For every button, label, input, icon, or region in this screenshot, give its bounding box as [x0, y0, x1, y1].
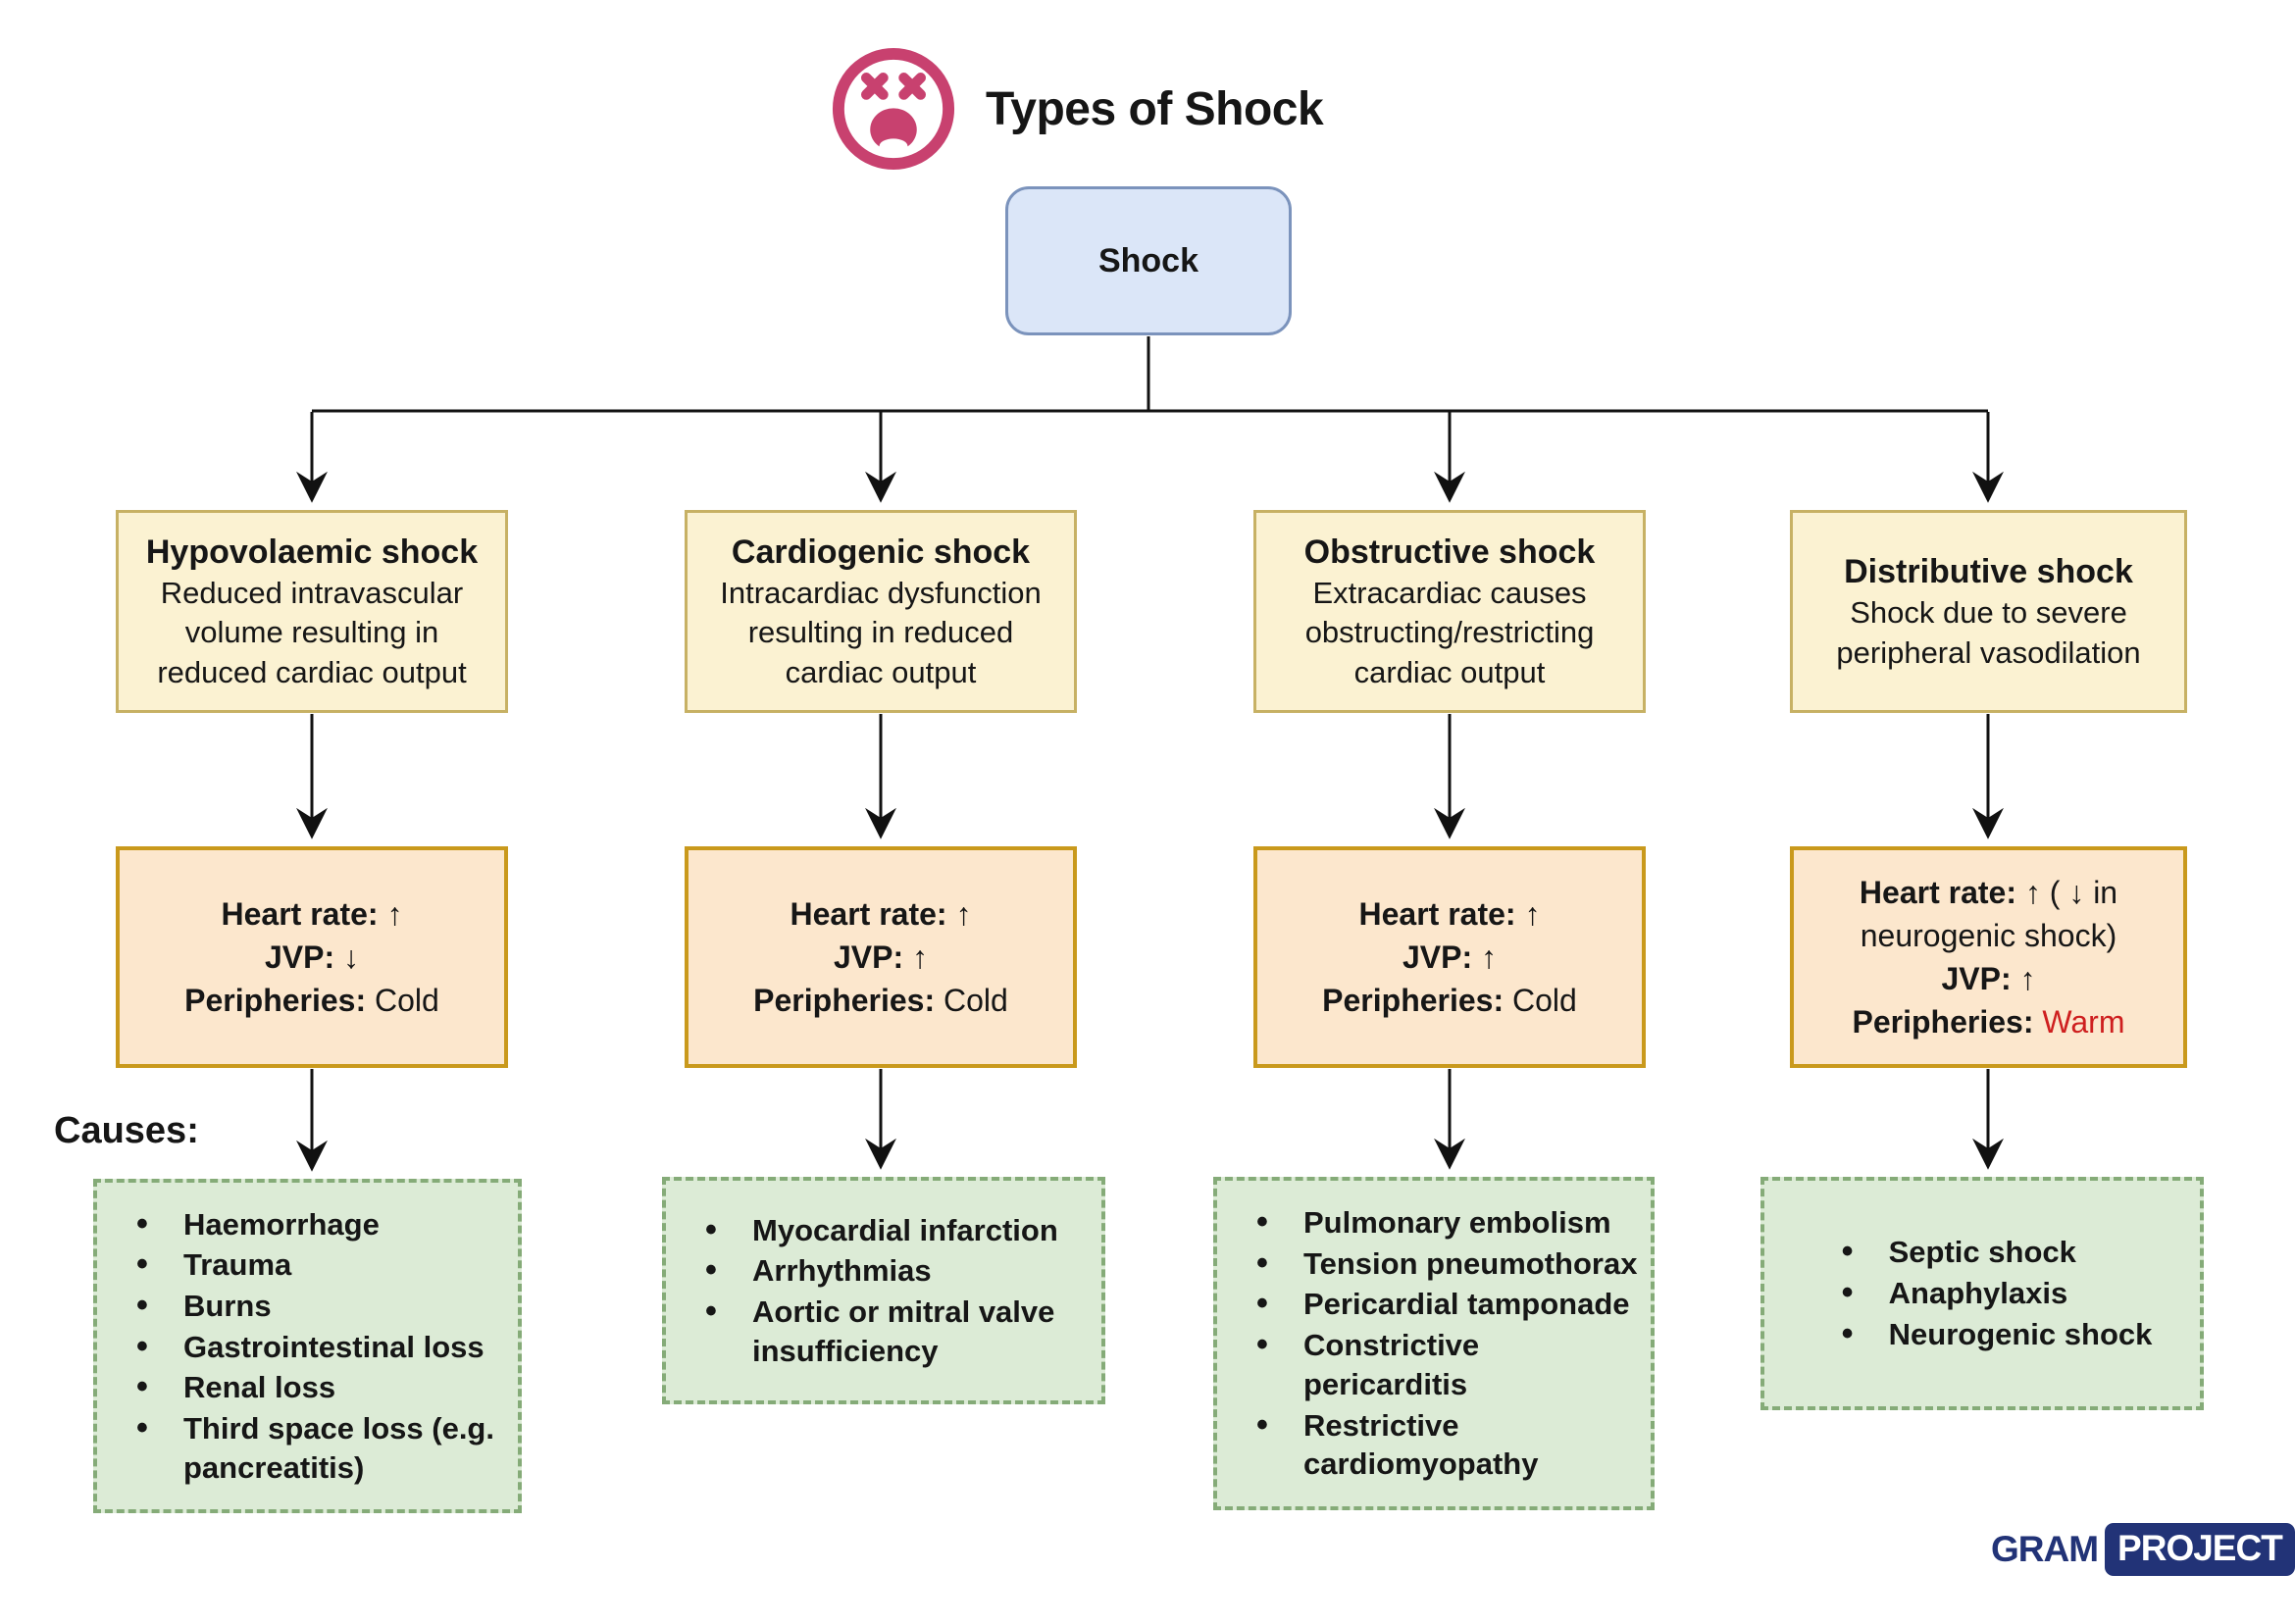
causes-node-obstructive: Pulmonary embolismTension pneumothoraxPe…	[1213, 1177, 1655, 1510]
page-title: Types of Shock	[986, 82, 1324, 135]
cause-item: Septic shock	[1828, 1232, 2153, 1274]
cause-item: Neurogenic shock	[1828, 1313, 2153, 1355]
type-node-distributive: Distributive shock Shock due to severe p…	[1790, 510, 2187, 713]
cause-item: Myocardial infarction	[691, 1209, 1092, 1251]
cause-item: Third space loss (e.g. pancreatitis)	[123, 1407, 508, 1487]
vital-line: Heart rate: ↑	[790, 895, 972, 932]
type-description: Reduced intravascular volume resulting i…	[157, 576, 467, 689]
vitals-node-hypovolaemic: Heart rate: ↑ JVP: ↓ Peripheries: Cold	[116, 846, 508, 1068]
causes-list: Septic shockAnaphylaxisNeurogenic shock	[1803, 1231, 2163, 1356]
logo-project-badge: PROJECT	[2105, 1523, 2295, 1576]
vital-line: Peripheries: Cold	[753, 983, 1008, 1019]
cause-item: Restrictive cardiomyopathy	[1243, 1403, 1641, 1484]
cause-item: Anaphylaxis	[1828, 1272, 2153, 1314]
logo-gram-text: GRAM	[1991, 1529, 2099, 1569]
vital-line: Peripheries: Warm	[1852, 1004, 2125, 1040]
vital-line: JVP: ↑	[833, 939, 929, 975]
cause-item: Aortic or mitral valve insufficiency	[691, 1291, 1092, 1370]
type-description: Intracardiac dysfunction resulting in re…	[720, 576, 1042, 689]
type-node-cardiogenic: Cardiogenic shock Intracardiac dysfuncti…	[685, 510, 1077, 713]
type-title: Hypovolaemic shock	[145, 533, 479, 571]
cause-item: Renal loss	[123, 1366, 508, 1408]
vital-line: JVP: ↓	[264, 939, 360, 975]
root-node-label: Shock	[1097, 241, 1199, 279]
vital-line: Heart rate: ↑	[221, 895, 403, 932]
causes-heading: Causes:	[54, 1110, 199, 1151]
cause-item: Pulmonary embolism	[1243, 1201, 1641, 1243]
causes-list: HaemorrhageTraumaBurnsGastrointestinal l…	[97, 1203, 518, 1490]
causes-list: Pulmonary embolismTension pneumothoraxPe…	[1217, 1201, 1651, 1486]
vital-line: JVP: ↑	[1941, 961, 2036, 996]
vital-line: JVP: ↑	[1402, 939, 1498, 975]
type-title: Distributive shock	[1844, 553, 2133, 591]
type-node-obstructive: Obstructive shock Extracardiac causes ob…	[1253, 510, 1646, 713]
vital-line: Peripheries: Cold	[1322, 983, 1577, 1019]
cause-item: Tension pneumothorax	[1243, 1243, 1641, 1285]
page-header: Types of Shock	[829, 44, 1324, 174]
vitals-node-distributive: Heart rate: ↑ ( ↓ in neurogenic shock) JV…	[1790, 846, 2187, 1068]
root-node-shock: Shock	[1005, 186, 1292, 335]
cause-item: Haemorrhage	[123, 1203, 508, 1245]
gram-project-logo: GRAM PROJECT	[1991, 1523, 2295, 1576]
type-description: Extracardiac causes obstructing/restrict…	[1304, 576, 1595, 689]
vital-line: Heart rate: ↑ ( ↓ in neurogenic shock)	[1859, 874, 2118, 953]
vitals-node-obstructive: Heart rate: ↑ JVP: ↑ Peripheries: Cold	[1253, 846, 1646, 1068]
cause-item: Trauma	[123, 1243, 508, 1286]
type-node-hypovolaemic: Hypovolaemic shock Reduced intravascular…	[116, 510, 508, 713]
cause-item: Gastrointestinal loss	[123, 1326, 508, 1368]
causes-node-hypovolaemic: HaemorrhageTraumaBurnsGastrointestinal l…	[93, 1179, 522, 1513]
causes-list: Myocardial infarctionArrhythmiasAortic o…	[666, 1209, 1101, 1373]
vital-line: Peripheries: Cold	[184, 983, 439, 1019]
cause-item: Constrictive pericarditis	[1243, 1324, 1641, 1403]
vitals-node-cardiogenic: Heart rate: ↑ JVP: ↑ Peripheries: Cold	[685, 846, 1077, 1068]
causes-node-distributive: Septic shockAnaphylaxisNeurogenic shock	[1760, 1177, 2204, 1410]
type-title: Cardiogenic shock	[731, 533, 1031, 571]
causes-node-cardiogenic: Myocardial infarctionArrhythmiasAortic o…	[662, 1177, 1105, 1404]
cause-item: Burns	[123, 1285, 508, 1327]
cause-item: Pericardial tamponade	[1243, 1284, 1641, 1326]
dizzy-face-icon	[832, 47, 955, 171]
type-description: Shock due to severe peripheral vasodilat…	[1836, 595, 2141, 670]
vital-line: Heart rate: ↑	[1358, 895, 1541, 932]
type-title: Obstructive shock	[1303, 533, 1596, 571]
cause-item: Arrhythmias	[691, 1249, 1092, 1292]
